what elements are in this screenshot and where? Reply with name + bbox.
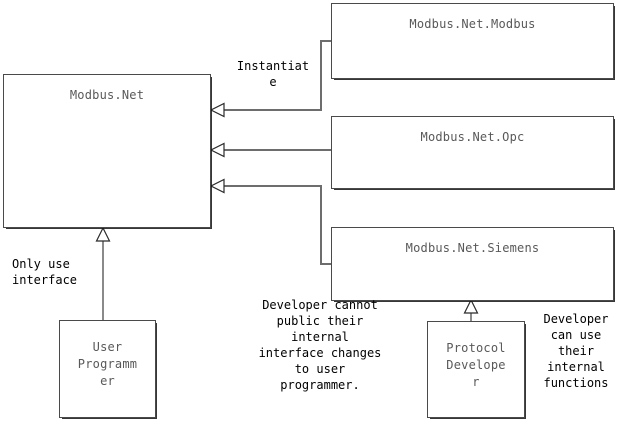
- annotation-only-use-interface: Only use interface: [12, 257, 78, 287]
- connector-opc-realizes-core: [209, 142, 331, 158]
- package-box-modbus-net-siemens[interactable]: Modbus.Net.Siemens: [331, 227, 614, 301]
- connector-protocol-developer-uses-siemens: [463, 298, 479, 321]
- hollow-triangle-arrowhead-icon: [209, 102, 225, 118]
- hollow-triangle-arrowhead-icon: [209, 142, 225, 158]
- package-box-modbus-net-modbus[interactable]: Modbus.Net.Modbus: [331, 3, 614, 79]
- package-box-modbus-net[interactable]: Modbus.Net: [3, 74, 211, 228]
- hollow-triangle-arrowhead-icon: [209, 178, 225, 194]
- actor-box-user-programmer[interactable]: User Programm er: [59, 320, 156, 418]
- actor-box-protocol-developer[interactable]: Protocol Develope r: [427, 321, 525, 418]
- connector-siemens-realizes-core: [209, 178, 331, 265]
- package-label-modbus-net-opc: Modbus.Net.Opc: [420, 130, 525, 144]
- package-label-modbus-net: Modbus.Net: [69, 88, 145, 102]
- package-label-modbus-net-modbus: Modbus.Net.Modbus: [409, 17, 536, 31]
- hollow-triangle-arrowhead-icon: [463, 298, 479, 314]
- annotation-instantiate: Instantiat e: [236, 59, 310, 89]
- package-box-modbus-net-opc[interactable]: Modbus.Net.Opc: [331, 116, 614, 189]
- package-label-modbus-net-siemens: Modbus.Net.Siemens: [405, 241, 540, 255]
- actor-label-user-programmer: User Programm er: [77, 340, 138, 388]
- actor-label-protocol-developer: Protocol Develope r: [446, 341, 506, 389]
- annotation-developer-can-use: Developer can use their internal functio…: [543, 312, 609, 390]
- annotation-developer-cannot-public: Developer cannot public their internal i…: [258, 298, 382, 392]
- hollow-triangle-arrowhead-icon: [95, 226, 111, 242]
